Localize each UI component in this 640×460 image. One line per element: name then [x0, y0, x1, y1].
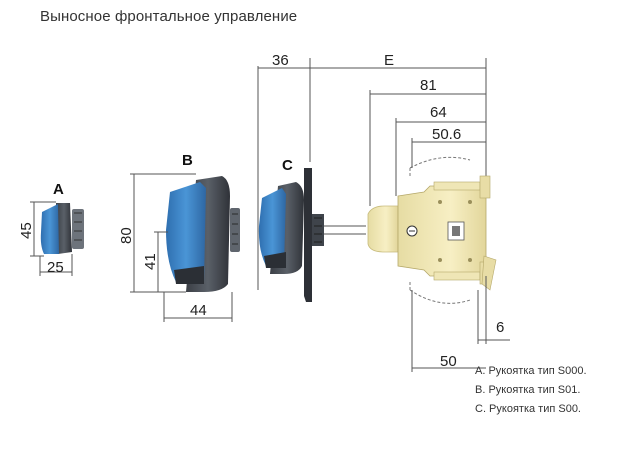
dim-b-inner-height: [154, 231, 168, 292]
dim-a-height: [30, 201, 56, 257]
dim-b-width-value: 44: [190, 302, 207, 319]
dim-50-6-value: 50.6: [432, 126, 461, 143]
dim-b-width: [163, 292, 233, 322]
legend-item-b: B. Рукоятка тип S01.: [475, 384, 581, 396]
handle-a-dark-body: [56, 203, 72, 254]
dim-c-depth-value: 36: [272, 52, 289, 69]
dim-e-value: E: [384, 52, 394, 69]
dim-6-value: 6: [496, 319, 504, 336]
dim-b-height-value: 80: [118, 227, 135, 244]
handle-c: [258, 168, 366, 302]
dim-a-height-value: 45: [18, 222, 35, 239]
legend-item-c: C. Рукоятка тип S00.: [475, 403, 581, 415]
switch-body: [367, 156, 497, 304]
dim-b-inner-height-value: 41: [142, 253, 159, 270]
dim-a-width-value: 25: [47, 259, 64, 276]
handle-b-blue-face: [166, 182, 206, 282]
handle-b: [166, 176, 240, 292]
dim-right: [369, 90, 510, 372]
label-a: A: [53, 181, 64, 198]
door-panel: [304, 168, 312, 302]
legend-item-a: A. Рукоятка тип S000.: [475, 365, 587, 377]
label-b: B: [182, 152, 193, 169]
legend: A. Рукоятка тип S000. B. Рукоятка тип S0…: [475, 362, 587, 419]
dim-81-value: 81: [420, 77, 437, 94]
page-title: Выносное фронтальное управление: [40, 8, 298, 25]
handle-c-blue-face: [258, 188, 286, 266]
handle-b-shaft: [230, 208, 240, 252]
mounting-nut: [312, 214, 324, 246]
dim-a-width: [39, 254, 73, 276]
handle-a-blue-face: [40, 204, 59, 254]
label-c: C: [282, 157, 293, 174]
switch-knob: [367, 205, 399, 253]
dim-top: [257, 58, 487, 290]
dim-50-value: 50: [440, 353, 457, 370]
dim-64-value: 64: [430, 104, 447, 121]
handle-a: [40, 203, 84, 254]
handle-a-shaft: [72, 209, 84, 249]
